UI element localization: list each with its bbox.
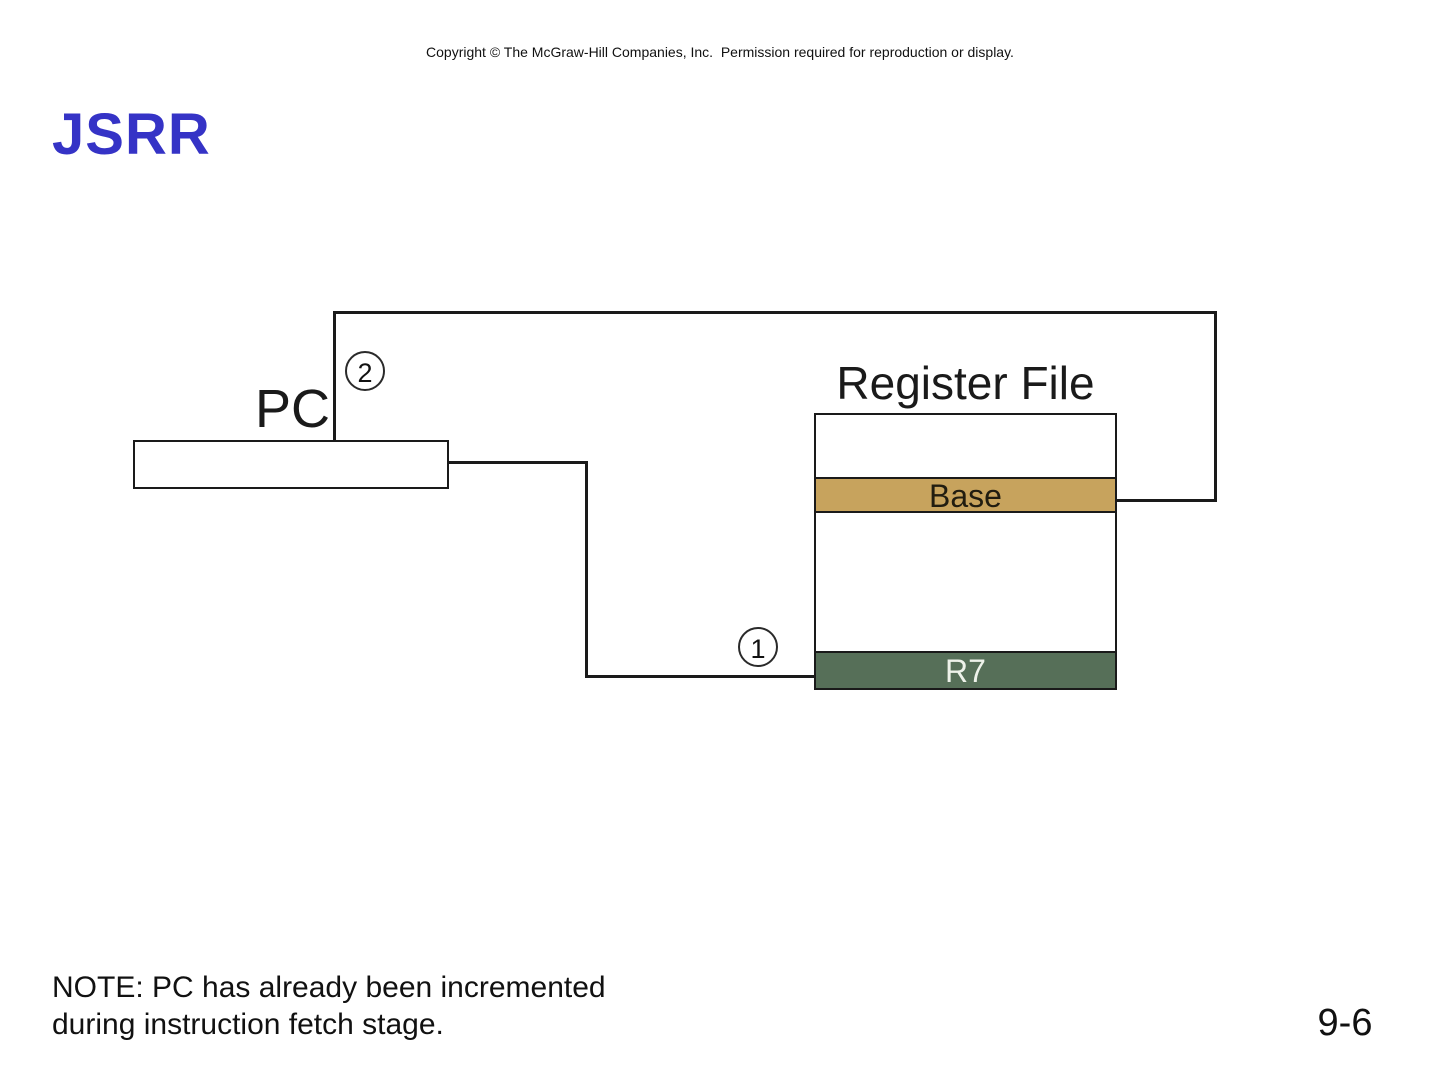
page-number: 9-6 — [1317, 1002, 1373, 1044]
wire-base-out-segment — [1090, 499, 1217, 502]
wire-pc-out-segment — [428, 461, 588, 464]
pc-label: PC — [254, 379, 330, 439]
wire-into-r7-segment — [585, 675, 833, 678]
register-file-label: Register File — [836, 357, 1095, 409]
wire-into-pc-vertical-segment — [333, 311, 336, 447]
wire-middle-vertical-segment — [585, 461, 588, 678]
slide-title: JSRR — [52, 102, 211, 167]
copyright-notice: Copyright © The McGraw-Hill Companies, I… — [426, 44, 1014, 60]
wire-right-vertical-segment — [1214, 311, 1217, 502]
step-2-marker: 2 — [345, 351, 385, 391]
pc-register-box — [133, 440, 449, 489]
register-file-box: Base R7 — [814, 413, 1117, 690]
wire-top-horizontal-segment — [333, 311, 1217, 314]
note-text: NOTE: PC has already been incremented du… — [52, 971, 606, 1041]
r7-register-row: R7 — [816, 651, 1115, 689]
base-register-row: Base — [816, 477, 1115, 513]
step-1-marker: 1 — [738, 627, 778, 667]
